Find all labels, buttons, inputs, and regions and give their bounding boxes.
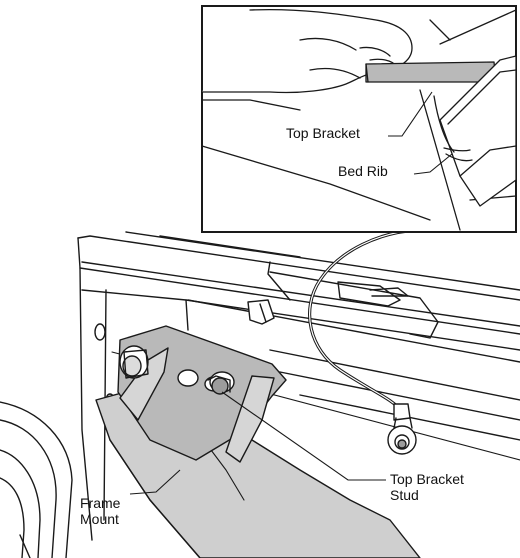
inset-detail (201, 5, 517, 233)
top-bracket (117, 325, 287, 463)
leader-top-bracket-inset (388, 91, 433, 137)
inset-drawing (201, 8, 517, 231)
side-cover (0, 401, 73, 558)
ground-cable (308, 228, 420, 455)
leader-frame-mount (129, 469, 181, 495)
labels: Top Bracket Bed Rib Top Bracket Stud Fra… (80, 124, 464, 527)
main-illustration (0, 228, 520, 558)
label-top-bracket-inset: Top Bracket (286, 125, 360, 141)
label-bed-rib: Bed Rib (338, 163, 388, 179)
leader-top-bracket-stud (221, 391, 386, 481)
leader-bed-rib (413, 153, 453, 175)
label-frame-mount-line2: Mount (80, 511, 119, 527)
label-frame-mount-line1: Frame (80, 495, 121, 511)
label-top-bracket-stud-line1: Top Bracket (390, 471, 464, 487)
label-top-bracket-stud-line2: Stud (390, 487, 419, 503)
leader-lines (129, 91, 453, 495)
